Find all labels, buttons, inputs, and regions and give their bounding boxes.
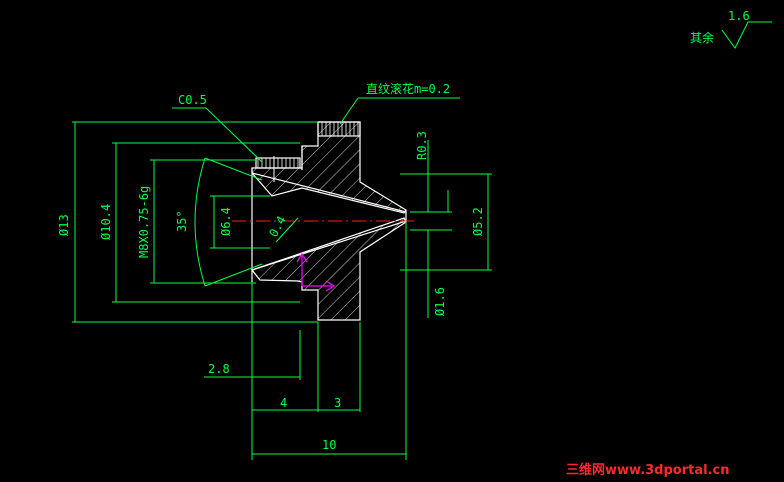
dim-r-0-4: 0.4 — [266, 214, 289, 240]
knurl-note: 直纹滚花m=0.2 — [366, 81, 450, 96]
dim-dia-10-4: Ø10.4 — [99, 204, 113, 240]
knurl-band — [317, 121, 361, 137]
crosshair-icon — [262, 156, 286, 182]
thread-teeth — [255, 157, 301, 169]
dimension-lines — [72, 21, 772, 460]
dim-thread: M8X0.75-6g — [137, 186, 151, 258]
dim-len-2-8: 2.8 — [208, 362, 230, 376]
upper-section-hatch — [251, 121, 407, 214]
dim-dia-6-4: Ø6.4 — [219, 207, 233, 236]
dimension-texts: 其余 1.6 直纹滚花m=0.2 C0.5 Ø13 Ø10.4 M8X0.75-… — [57, 9, 750, 478]
ucs-icon — [296, 252, 336, 292]
dim-r-0-3: R0.3 — [415, 131, 429, 160]
dim-dia-5-2: Ø5.2 — [471, 207, 485, 236]
part-outline — [250, 121, 407, 321]
roughness-value: 1.6 — [728, 9, 750, 23]
dim-dia-1-6: Ø1.6 — [433, 287, 447, 316]
roughness-label: 其余 — [690, 30, 714, 45]
dim-len-10: 10 — [322, 438, 336, 452]
dim-len-3: 3 — [334, 396, 341, 410]
dim-dia-13: Ø13 — [57, 214, 71, 236]
watermark: 三维网www.3dportal.cn — [566, 462, 729, 478]
chamfer-label: C0.5 — [178, 93, 207, 107]
dim-angle-35: 35° — [175, 210, 189, 232]
dim-len-4: 4 — [280, 396, 287, 410]
